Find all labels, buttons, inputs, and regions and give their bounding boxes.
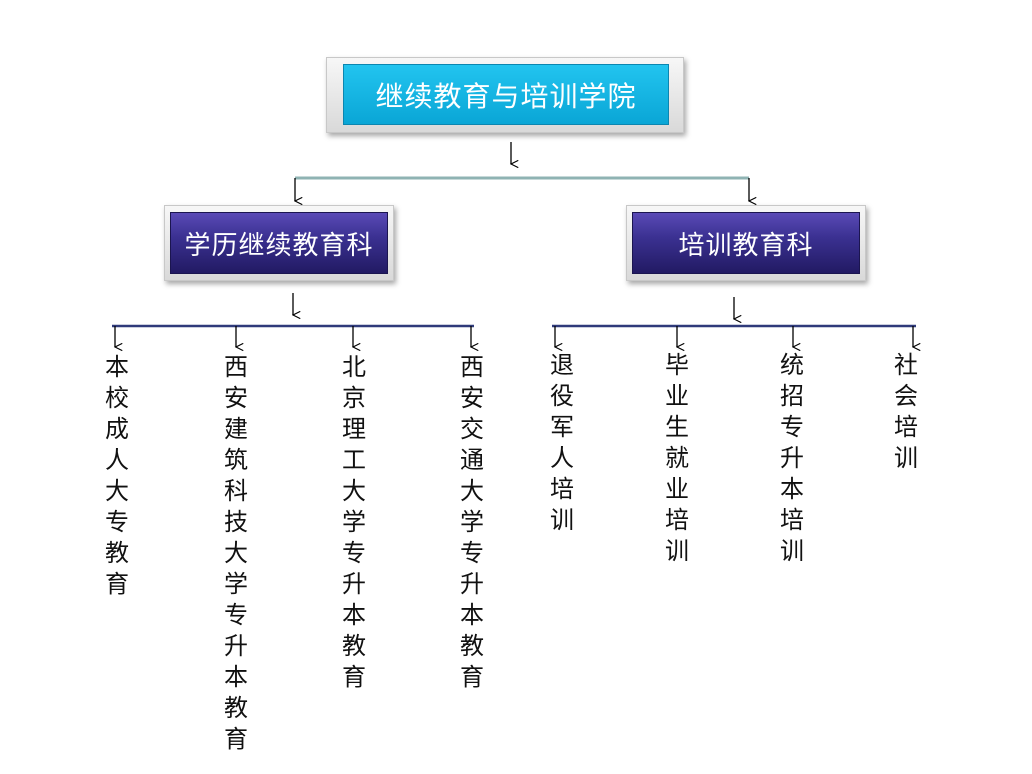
leaf-graduate-employment-training: 毕业生就业培训 [665, 351, 689, 565]
leaf-veteran-training: 退役军人培训 [550, 351, 574, 534]
leaf-upgrade-exam-training: 统招专升本培训 [780, 351, 804, 565]
branch-node-academic-label: 学历继续教育科 [170, 212, 388, 274]
leaf-xauat-upgrade: 西安建筑科技大学专升本教育 [224, 353, 248, 753]
leaf-xjtu-upgrade: 西安交通大学专升本教育 [460, 353, 484, 691]
branch-node-academic: 学历继续教育科 [164, 205, 394, 281]
leaf-social-training: 社会培训 [894, 351, 918, 472]
branch-node-training: 培训教育科 [626, 205, 866, 281]
branch-node-training-label: 培训教育科 [632, 212, 860, 274]
leaf-bit-upgrade: 北京理工大学专升本教育 [342, 353, 366, 691]
leaf-adult-college: 本校成人大专教育 [105, 353, 129, 598]
root-node: 继续教育与培训学院 [326, 57, 684, 133]
root-node-label: 继续教育与培训学院 [343, 64, 669, 125]
